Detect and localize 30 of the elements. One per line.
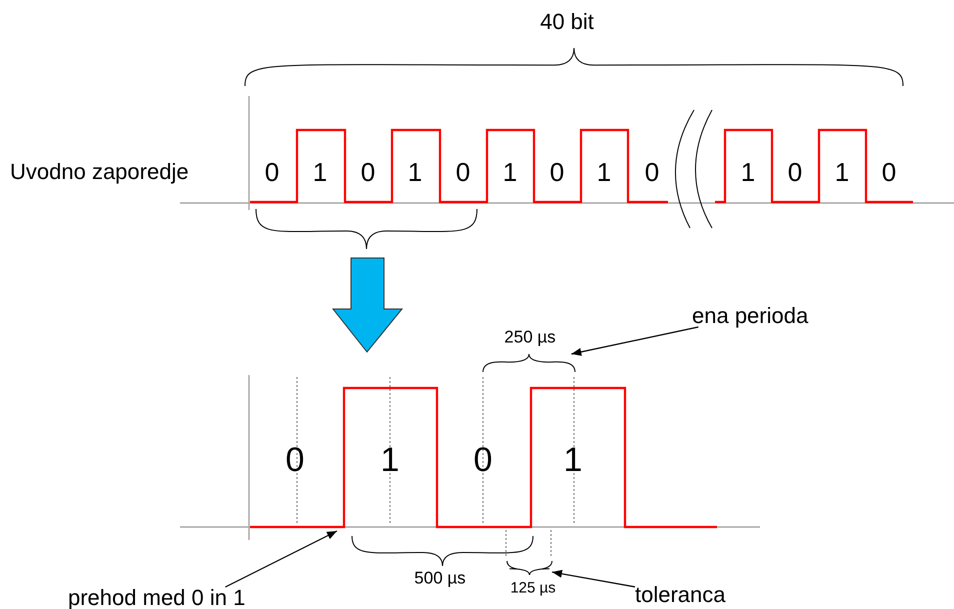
leader-arrow [571,326,698,356]
duration-label: 125 µs [510,580,556,596]
leader-arrow [552,570,636,588]
signal-waveform [250,386,717,528]
bit-value: 1 [740,159,756,185]
callout-text: ena perioda [692,305,808,327]
bit-value: 1 [408,159,422,185]
callout-text: toleranca [635,584,726,606]
bit-value: 0 [286,443,304,477]
bit-value: 1 [312,159,328,185]
bit-value: 0 [360,159,376,185]
duration-label: 500 µs [414,570,466,586]
bit-value: 1 [380,443,400,477]
bit-value: 1 [596,159,612,185]
brace [482,354,576,372]
bit-value: 0 [882,159,896,185]
brace [506,560,552,576]
bit-value: 0 [474,443,492,477]
bit-count-label: 40 bit [540,11,594,33]
bit-value: 1 [502,159,518,185]
bit-value: 0 [264,159,280,185]
bit-value: 1 [564,443,582,477]
bit-value: 0 [788,159,802,185]
bit-value: 0 [456,159,470,185]
bit-value: 0 [550,159,564,185]
bit-value: 1 [834,159,850,185]
bit-value: 0 [644,159,660,185]
duration-label: 250 µs [504,328,556,346]
leader-arrow [225,530,338,588]
row-label: Uvodno zaporedje [10,161,189,183]
